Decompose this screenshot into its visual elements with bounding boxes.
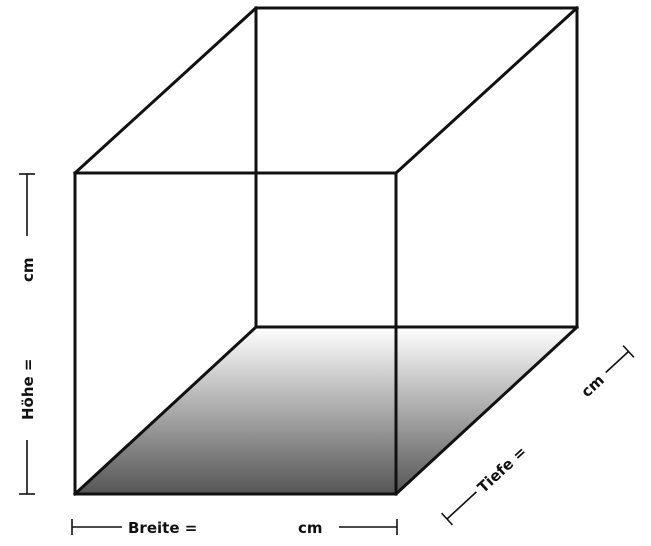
cube-edge-bottom-right-depth <box>393 324 580 497</box>
width-dimension: Breite = cm <box>71 519 398 537</box>
cube-edge-bottom-left-depth <box>72 324 259 497</box>
height-unit: cm <box>19 257 37 282</box>
cube-edge-top-left-depth <box>72 5 259 176</box>
height-label: Höhe = <box>19 358 37 420</box>
depth-dimension-line-end <box>605 350 630 374</box>
width-label: Breite = <box>128 519 197 537</box>
width-unit: cm <box>298 519 323 537</box>
cube-bottom-face <box>75 327 577 494</box>
cube-edge-top-right-depth <box>393 5 580 176</box>
cube-front-face <box>73 171 398 496</box>
depth-label: Tiefe = <box>474 443 530 497</box>
depth-unit: cm <box>578 371 608 401</box>
height-dimension: cm Höhe = <box>19 173 37 495</box>
depth-dimension-tick-end <box>622 345 635 358</box>
depth-dimension-line-start <box>446 491 477 520</box>
